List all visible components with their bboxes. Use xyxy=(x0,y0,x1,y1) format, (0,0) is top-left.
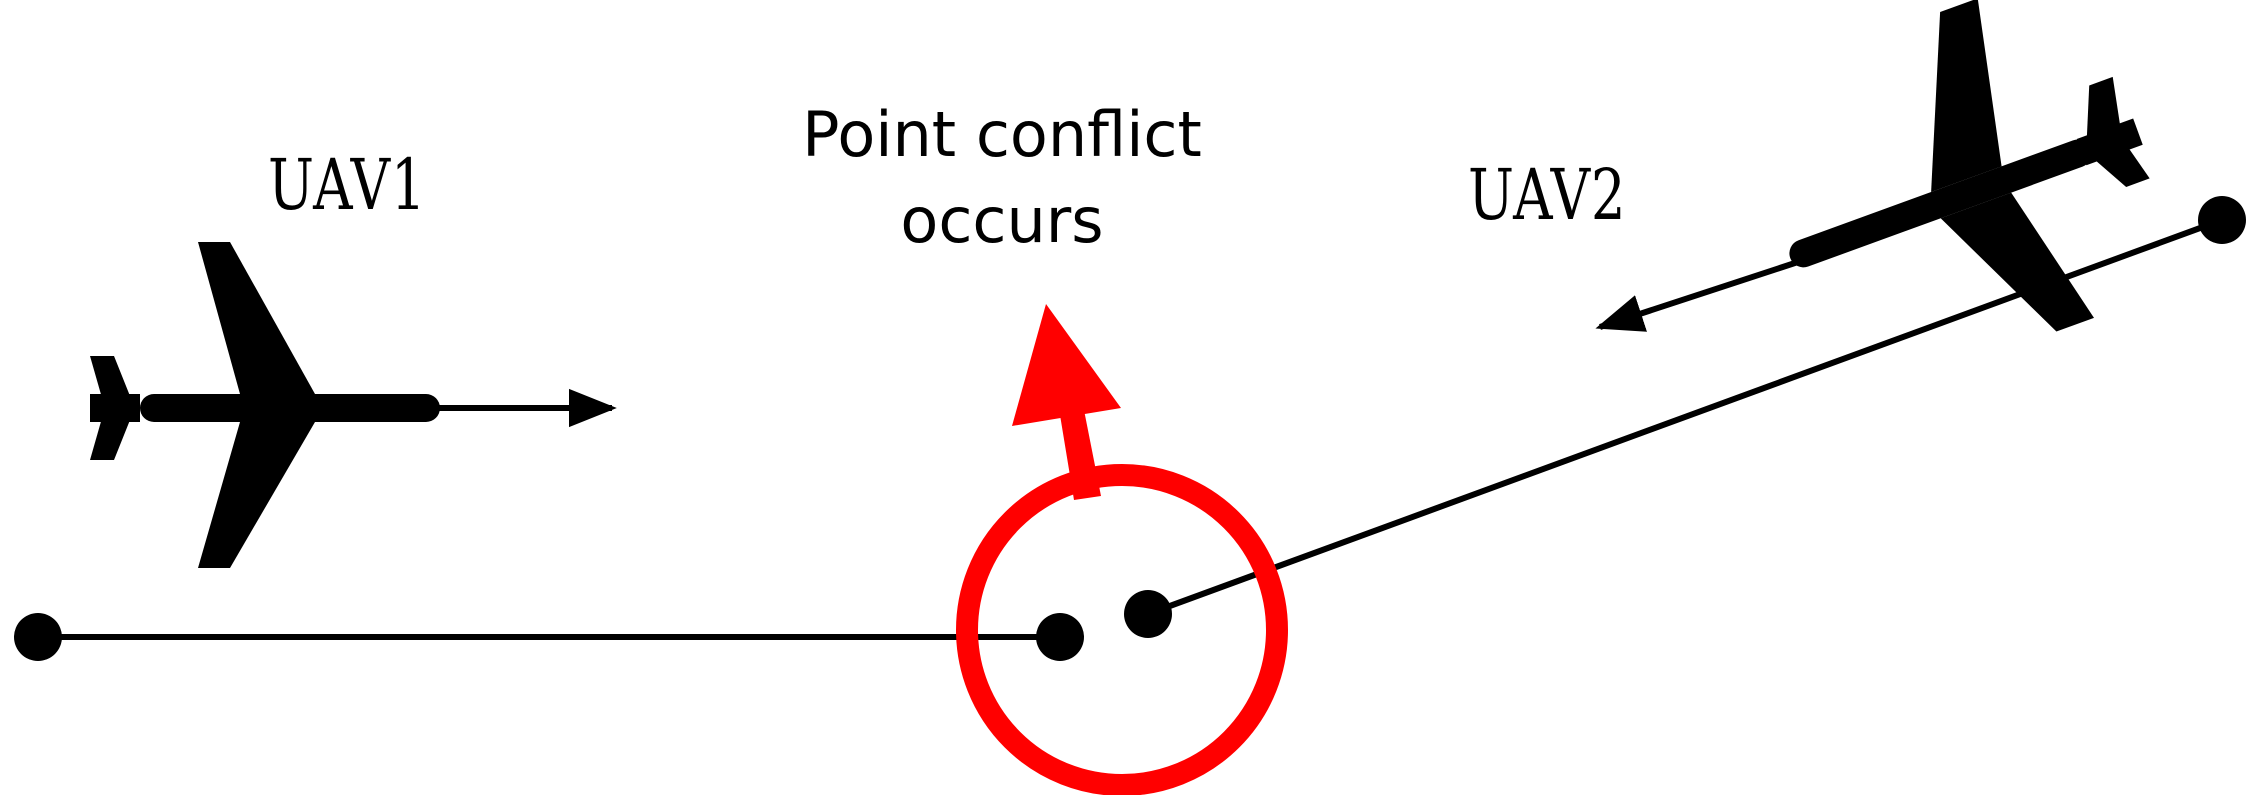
conflict-caption: Point conflict occurs xyxy=(772,92,1232,264)
conflict-pointer-arrow xyxy=(1012,304,1121,500)
conflict-circle xyxy=(956,464,1288,796)
uav1-start-point xyxy=(14,613,62,661)
uav1-airplane-icon xyxy=(90,242,440,568)
uav2-airplane-icon xyxy=(1789,0,2150,332)
uav1-label: UAV1 xyxy=(268,144,427,226)
uav2-end-point xyxy=(1124,590,1172,638)
uav1-end-point xyxy=(1036,613,1084,661)
uav2-start-point xyxy=(2198,196,2246,244)
uav2-direction-arrow xyxy=(1595,259,1799,332)
uav2-label: UAV2 xyxy=(1468,154,1627,236)
conflict-caption-line1: Point conflict xyxy=(802,98,1202,171)
conflict-caption-line2: occurs xyxy=(900,184,1104,257)
